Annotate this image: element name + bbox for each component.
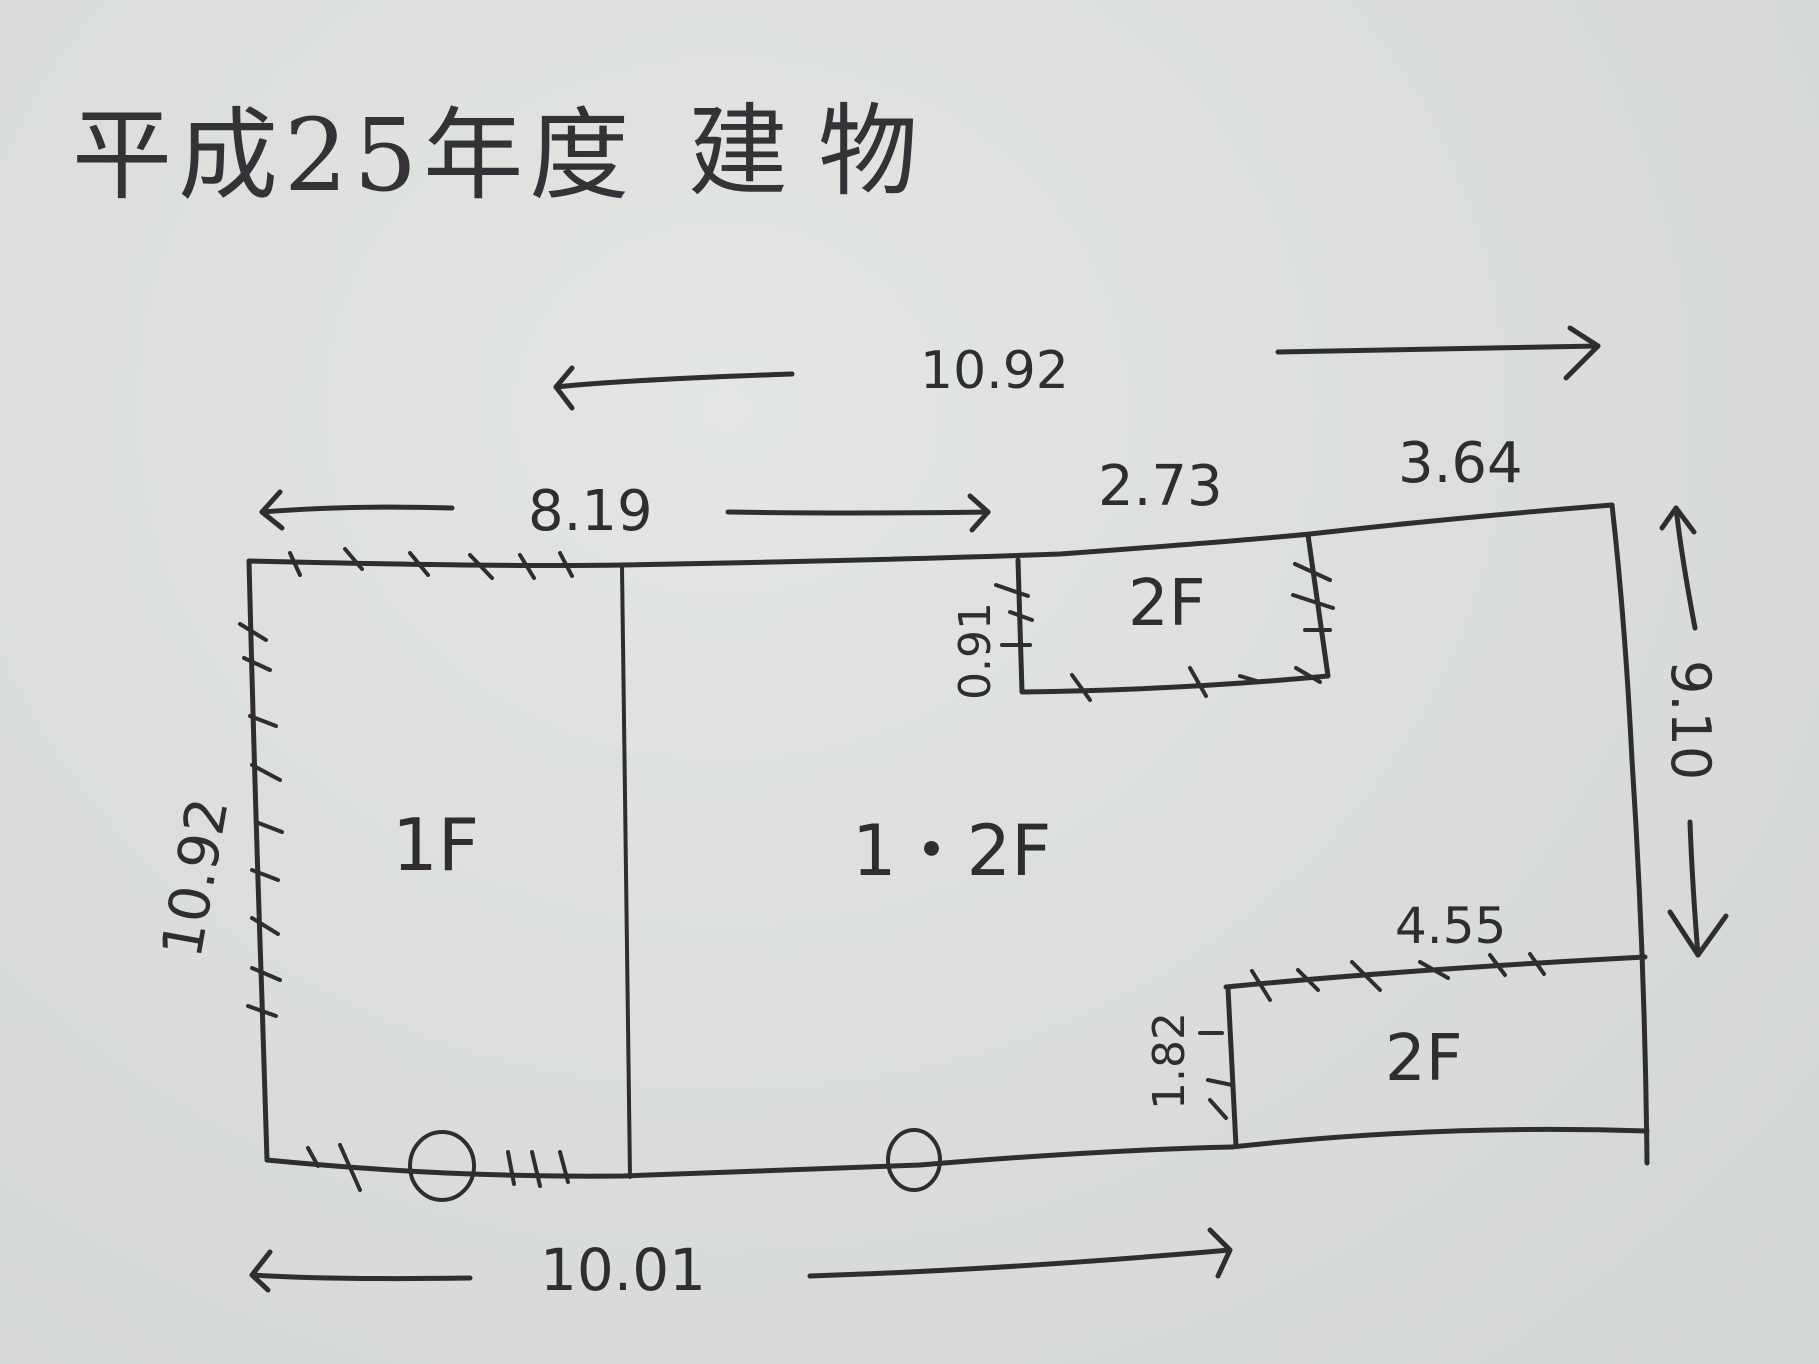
entrance-marker-1 — [408, 1130, 476, 1202]
wall-hatch-bottom — [306, 1143, 570, 1192]
room-1-2f-label: 1・2F — [852, 810, 1051, 892]
overall-width-dimension: 10.92 — [553, 325, 1601, 411]
upper-2f-depth-label: 0.91 — [950, 602, 1001, 700]
bottom-width-dimension: 10.01 — [249, 1227, 1233, 1304]
top-left-width-dimension: 8.19 — [259, 479, 991, 544]
top-left-width-label: 8.19 — [528, 479, 653, 544]
overall-width-label: 10.92 — [920, 341, 1069, 401]
bottom-width-label: 10.01 — [540, 1236, 706, 1304]
title-subject: 建物 — [688, 93, 948, 210]
upper-2f-box: 2F 0.91 — [950, 532, 1335, 702]
lower-2f-box: 2F 4.55 1.82 — [1144, 897, 1648, 1149]
wall-hatch-top — [288, 547, 574, 580]
top-right-width-label: 3.64 — [1398, 431, 1523, 496]
entrance-marker-2 — [886, 1128, 942, 1192]
left-height-label: 10.92 — [150, 793, 242, 962]
lower-2f-width-label: 4.55 — [1395, 897, 1506, 955]
right-height-dimension: 9.10 — [1659, 505, 1729, 958]
right-height-label: 9.10 — [1659, 660, 1722, 780]
room-2f-lower-label: 2F — [1385, 1022, 1463, 1096]
wall-hatch-left — [238, 622, 284, 1018]
lower-2f-depth-label: 1.82 — [1144, 1012, 1195, 1110]
title-era-year: 平成25年度 — [72, 97, 635, 214]
top-mid-width-label: 2.73 — [1098, 454, 1223, 519]
room-2f-upper-label: 2F — [1128, 567, 1206, 641]
room-1f-label: 1F — [392, 803, 479, 887]
